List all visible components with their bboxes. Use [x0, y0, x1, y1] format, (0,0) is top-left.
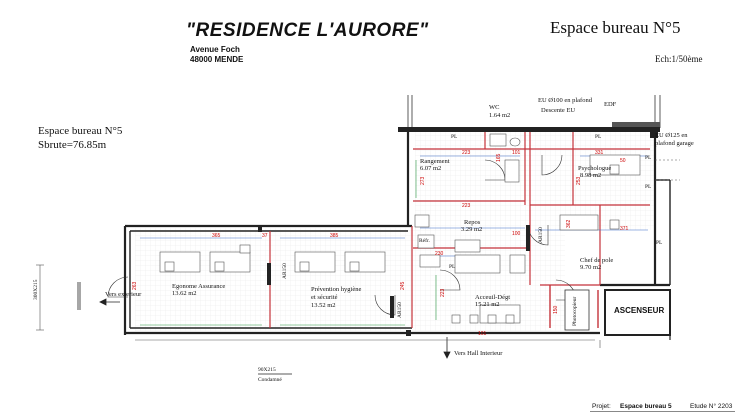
dim-223-top: 223: [462, 150, 471, 156]
photocopieur-label: Photocopieur: [572, 296, 578, 326]
scale-label: Ech:1/50ème: [655, 54, 703, 64]
pl-label-3: PL: [645, 155, 652, 161]
room-ergonome-area: 13.62 m2: [172, 290, 197, 297]
dim-253: 253: [576, 176, 582, 185]
pl-label-1: PL: [451, 134, 458, 140]
room-wc-name: WC: [489, 104, 500, 111]
door-300x215-label: 300X215: [33, 279, 39, 300]
pl-label-2: PL: [595, 134, 602, 140]
room-wc-area: 1.64 m2: [489, 112, 511, 119]
ar150-label-1: AR150: [282, 263, 288, 279]
pl-label-5: PL: [656, 240, 663, 246]
eu125-label-2: plafond garage: [655, 140, 694, 147]
room-psychologue-name: Psychologue: [578, 165, 612, 172]
footer-etude: Etude N° 2203: [690, 403, 733, 410]
address-line-1: Avenue Foch: [190, 45, 240, 54]
vers-hall-label: Vers Hall Interieur: [454, 350, 503, 357]
ar150-label-3: AR150: [538, 227, 544, 243]
dim-365: 365: [212, 233, 221, 239]
dim-101-bottom: 101: [478, 331, 487, 337]
room-prevention-area: 13.52 m2: [311, 302, 336, 309]
room-psychologue-area: 8.98 m2: [580, 172, 602, 179]
space-heading: Espace bureau N°5: [550, 18, 681, 37]
dim-101: 101: [512, 150, 521, 156]
footer-projet-label: Projet:: [592, 403, 611, 410]
dim-100: 100: [512, 231, 521, 237]
room-repos-name: Repos: [464, 219, 481, 226]
room-prevention-name-2: et sécurité: [311, 294, 338, 301]
dim-150: 150: [553, 305, 559, 314]
dim-50: 50: [620, 158, 626, 164]
refr-label: Réfr.: [419, 238, 430, 244]
room-accueil-name: Acceuil-Dégt: [475, 294, 511, 301]
room-ergonome-name: Egonome Assurance: [172, 283, 226, 290]
eu100-label: EU Ø100 en plafond: [538, 97, 592, 104]
room-chef-area: 9.70 m2: [580, 264, 602, 271]
room-chef-name: Chef de pole: [580, 257, 614, 264]
condamne-label: Condamné: [258, 377, 282, 383]
footer-rule: [590, 411, 735, 412]
vers-exterieur-label: Vers exterieur: [105, 291, 142, 298]
dim-37: 37: [262, 233, 268, 239]
footer-projet-value: Espace bureau 5: [620, 403, 672, 410]
dim-245: 245: [400, 281, 406, 290]
address-line-2: 48000 MENDE: [190, 55, 244, 64]
dim-165: 165: [496, 153, 502, 162]
dim-230: 230: [435, 251, 444, 257]
room-repos-area: 3.29 m2: [461, 226, 483, 233]
edf-label: EDF: [604, 101, 617, 108]
pl-label-6: PL: [449, 264, 456, 270]
dim-362: 362: [566, 219, 572, 228]
project-title: "RESIDENCE L'AURORE": [186, 20, 429, 41]
pl-label-4: PL: [645, 184, 652, 190]
dim-371: 371: [620, 226, 629, 232]
summary-name: Espace bureau N°5: [38, 125, 123, 137]
room-rangement-name: Rangement: [420, 158, 450, 165]
dim-273: 273: [420, 176, 426, 185]
dim-263: 263: [132, 281, 138, 290]
descente-label: Descente EU: [541, 107, 576, 114]
ar150-label-2: AR150: [397, 302, 403, 318]
summary-area: Sbrute=76.85m: [38, 139, 107, 151]
room-rangement-area: 6.07 m2: [420, 165, 442, 172]
dim-223-bottom: 223: [440, 288, 446, 297]
dim-331: 331: [595, 150, 604, 156]
ascenseur-label: ASCENSEUR: [614, 306, 665, 315]
eu125-label-1: EU Ø125 en: [655, 132, 688, 139]
room-accueil-area: 15.21 m2: [475, 301, 500, 308]
dim-223-mid: 223: [462, 203, 471, 209]
room-prevention-name-1: Prévention hygiène: [311, 286, 362, 293]
dim-385: 385: [330, 233, 339, 239]
door-90x215-label: 90X215: [258, 367, 276, 373]
